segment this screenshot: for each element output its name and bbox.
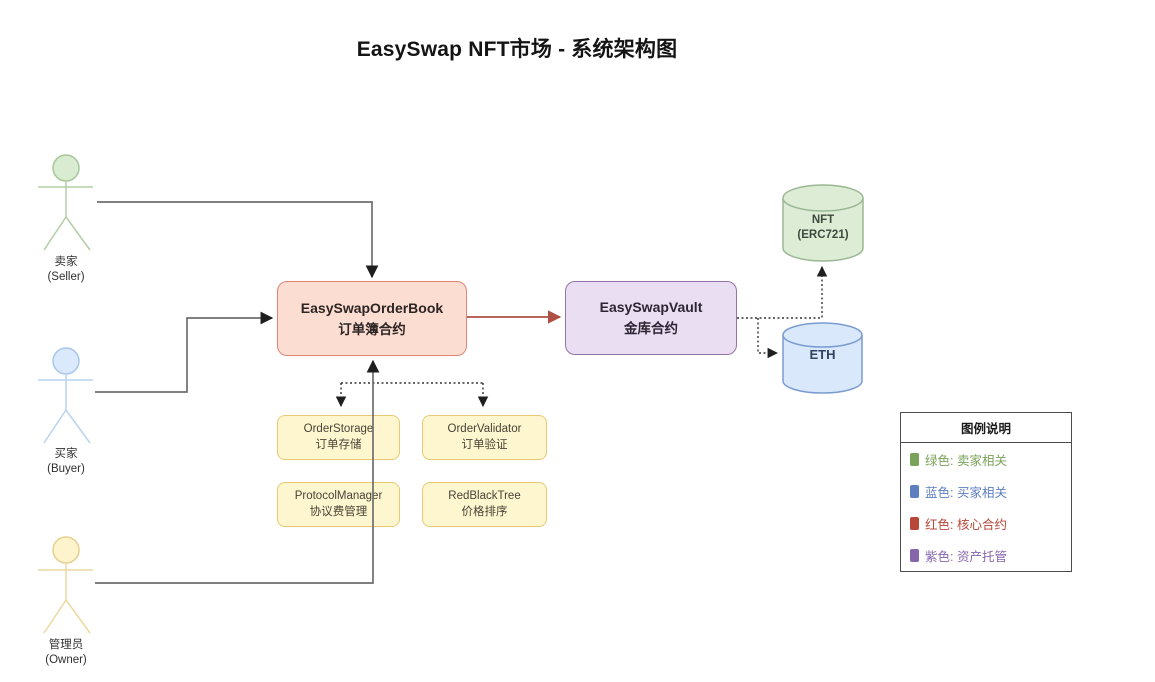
eth-store-name: ETH <box>809 347 836 362</box>
module-name: ProtocolManager <box>294 489 383 502</box>
seller-label: 卖家 (Seller) <box>21 255 111 285</box>
legend-item-custody: 紫色: 资产托管 <box>901 539 1071 571</box>
module-subtitle: 价格排序 <box>461 505 508 518</box>
legend-item-buyer: 蓝色: 买家相关 <box>901 475 1071 507</box>
legend-item-label: 紫色: 资产托管 <box>925 549 1007 564</box>
buyer-head <box>52 347 80 375</box>
orderbook-name: EasySwapOrderBook <box>300 299 444 316</box>
module-orderstorage: OrderStorage 订单存储 <box>277 415 400 460</box>
buyer-label-cn: 买家 <box>54 448 78 460</box>
legend-item-core: 红色: 核心合约 <box>901 507 1071 539</box>
seller-actor <box>38 154 93 251</box>
legend-item-label: 红色: 核心合约 <box>925 517 1007 532</box>
nft-store-subtitle: (ERC721) <box>797 228 849 241</box>
vault-subtitle: 金库合约 <box>624 321 678 336</box>
seller-head <box>52 154 80 182</box>
legend-item-label: 绿色: 卖家相关 <box>925 453 1007 468</box>
seller-label-cn: 卖家 <box>54 256 78 268</box>
vault-node: EasySwapVault 金库合约 <box>565 281 737 355</box>
module-redblacktree: RedBlackTree 价格排序 <box>422 482 547 527</box>
eth-store-label: ETH <box>783 347 862 364</box>
nft-store-name: NFT <box>811 214 835 226</box>
buyer-actor <box>38 347 93 444</box>
owner-actor <box>38 536 93 634</box>
blue-swatch <box>910 484 919 498</box>
nft-cylinder <box>782 184 864 262</box>
orderbook-node: EasySwapOrderBook 订单簿合约 <box>277 281 467 356</box>
orderbook-subtitle: 订单簿合约 <box>338 321 406 337</box>
legend-box: 图例说明 绿色: 卖家相关 蓝色: 买家相关 红色: 核心合约 紫色: 资产托管 <box>900 412 1072 572</box>
module-subtitle: 订单验证 <box>461 438 508 451</box>
legend-item-seller: 绿色: 卖家相关 <box>901 443 1071 475</box>
owner-label: 管理员 (Owner) <box>21 638 111 668</box>
page-title: EasySwap NFT市场 - 系统架构图 <box>356 38 678 61</box>
red-swatch <box>910 516 919 530</box>
owner-label-en: (Owner) <box>45 653 87 666</box>
module-subtitle: 订单存储 <box>315 438 362 451</box>
green-swatch <box>910 452 919 466</box>
module-subtitle: 协议费管理 <box>309 505 368 518</box>
purple-swatch <box>910 548 919 562</box>
seller-label-en: (Seller) <box>47 270 85 283</box>
module-name: OrderStorage <box>303 422 374 435</box>
legend-title: 图例说明 <box>901 413 1071 443</box>
vault-name: EasySwapVault <box>599 299 703 315</box>
owner-head <box>52 536 80 564</box>
buyer-label: 买家 (Buyer) <box>21 447 111 477</box>
module-ordervalidator: OrderValidator 订单验证 <box>422 415 547 460</box>
buyer-label-en: (Buyer) <box>47 462 85 475</box>
module-name: OrderValidator <box>447 422 522 435</box>
owner-label-cn: 管理员 <box>48 639 84 651</box>
module-protocolmanager: ProtocolManager 协议费管理 <box>277 482 400 527</box>
nft-store-label: NFT (ERC721) <box>783 213 863 243</box>
module-name: RedBlackTree <box>448 489 521 502</box>
legend-item-label: 蓝色: 买家相关 <box>925 485 1007 500</box>
eth-cylinder <box>782 322 863 394</box>
